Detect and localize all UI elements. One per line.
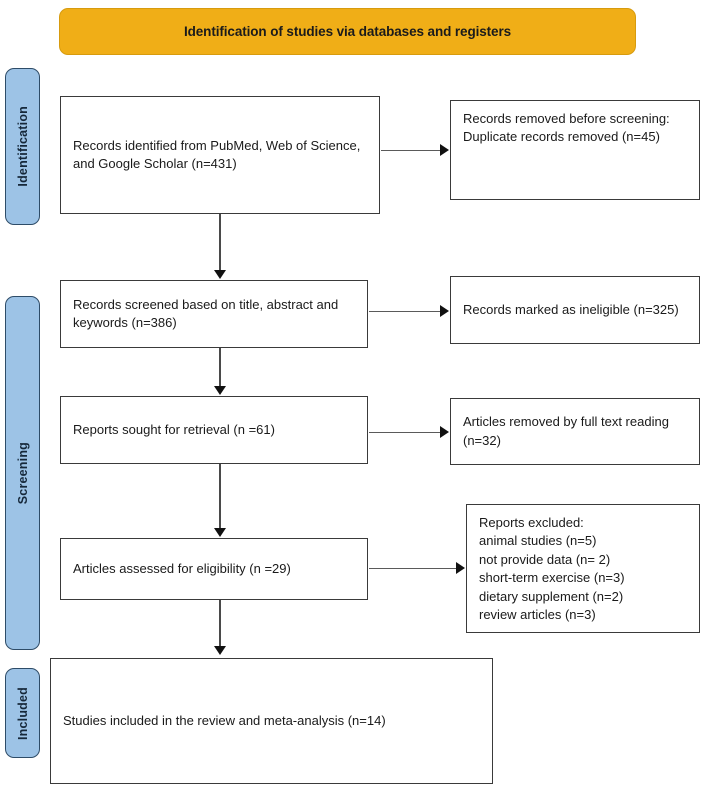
connector-sought-to-fulltext-line xyxy=(369,432,441,434)
connector-sought-to-assessed-arrowhead-icon xyxy=(214,528,226,537)
connector-identified-to-screened-arrowhead-icon xyxy=(214,270,226,279)
box-reports-sought-text: Reports sought for retrieval (n =61) xyxy=(73,421,275,437)
box-articles-assessed-for-eligibility: Articles assessed for eligibility (n =29… xyxy=(60,538,368,600)
box-records-removed-before-screening: Records removed before screening: Duplic… xyxy=(450,100,700,200)
box-records-identified-text: Records identified from PubMed, Web of S… xyxy=(73,137,361,171)
connector-identified-to-removed-line xyxy=(381,150,441,152)
stage-label-included: Included xyxy=(15,686,30,740)
stage-bar-identification: Identification xyxy=(5,68,40,225)
connector-assessed-to-excluded-arrowhead-icon xyxy=(456,562,465,574)
diagram-title: Identification of studies via databases … xyxy=(183,24,512,39)
box-articles-removed-text: Articles removed by full text reading (n… xyxy=(463,414,669,448)
box-reports-sought-for-retrieval: Reports sought for retrieval (n =61) xyxy=(60,396,368,464)
stage-label-identification: Identification xyxy=(15,106,30,187)
box-studies-included-text: Studies included in the review and meta-… xyxy=(63,712,386,728)
connector-assessed-to-included-arrowhead-icon xyxy=(214,646,226,655)
connector-assessed-to-excluded-line xyxy=(369,568,457,570)
box-studies-included: Studies included in the review and meta-… xyxy=(50,658,493,784)
box-articles-assessed-text: Articles assessed for eligibility (n =29… xyxy=(73,560,291,576)
box-articles-removed-full-text: Articles removed by full text reading (n… xyxy=(450,398,700,465)
box-records-marked-ineligible: Records marked as ineligible (n=325) xyxy=(450,276,700,344)
box-reports-excluded: Reports excluded: animal studies (n=5) n… xyxy=(466,504,700,633)
connector-identified-to-screened-line xyxy=(219,214,221,272)
connector-screened-to-ineligible-line xyxy=(369,311,441,313)
connector-sought-to-fulltext-arrowhead-icon xyxy=(440,426,449,438)
stage-bar-included: Included xyxy=(5,668,40,758)
stage-label-screening: Screening xyxy=(15,441,30,505)
connector-screened-to-sought-arrowhead-icon xyxy=(214,386,226,395)
diagram-header-banner: Identification of studies via databases … xyxy=(59,8,636,55)
connector-identified-to-removed-arrowhead-icon xyxy=(440,144,449,156)
box-records-identified: Records identified from PubMed, Web of S… xyxy=(60,96,380,214)
stage-bar-screening: Screening xyxy=(5,296,40,650)
box-records-screened-text: Records screened based on title, abstrac… xyxy=(73,296,339,330)
box-records-removed-text: Records removed before screening: Duplic… xyxy=(463,111,670,145)
box-records-screened: Records screened based on title, abstrac… xyxy=(60,280,368,348)
connector-screened-to-sought-line xyxy=(219,348,221,388)
connector-assessed-to-included-line xyxy=(219,600,221,650)
connector-screened-to-ineligible-arrowhead-icon xyxy=(440,305,449,317)
box-records-ineligible-text: Records marked as ineligible (n=325) xyxy=(463,301,679,317)
box-reports-excluded-text: Reports excluded: animal studies (n=5) n… xyxy=(479,515,625,623)
connector-sought-to-assessed-line xyxy=(219,464,221,530)
